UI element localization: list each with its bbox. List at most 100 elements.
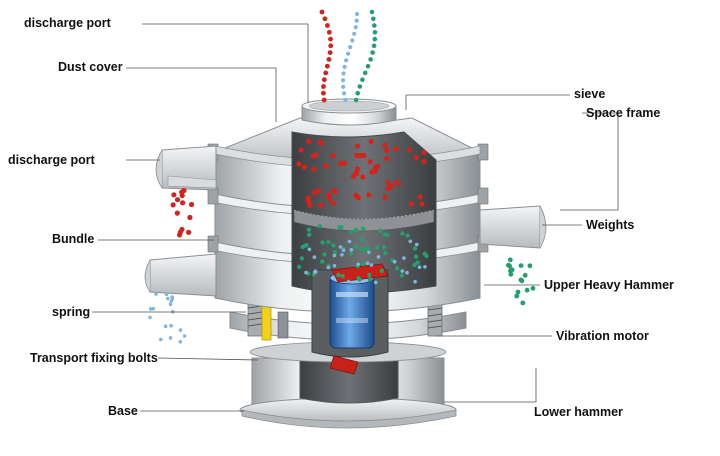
particle-blue bbox=[353, 25, 358, 30]
particle-blue bbox=[392, 259, 397, 264]
particle-blue bbox=[347, 239, 352, 244]
particle-green bbox=[353, 97, 359, 103]
particle-green bbox=[372, 23, 377, 28]
particle-red bbox=[394, 179, 400, 185]
particle-green bbox=[422, 251, 427, 256]
particle-green bbox=[518, 277, 524, 283]
particle-green bbox=[317, 223, 322, 229]
particle-blue bbox=[340, 253, 344, 257]
particle-red bbox=[174, 210, 180, 216]
particle-green bbox=[371, 43, 377, 49]
particle-green bbox=[371, 16, 376, 22]
particle-green bbox=[357, 277, 362, 282]
particle-red bbox=[177, 232, 183, 238]
particle-green bbox=[365, 246, 370, 251]
particle-green bbox=[372, 36, 378, 42]
particle-red bbox=[321, 84, 326, 89]
particle-red bbox=[361, 152, 367, 159]
particle-red bbox=[311, 166, 317, 172]
particle-green bbox=[508, 267, 514, 273]
particle-green bbox=[326, 239, 331, 245]
particle-green bbox=[300, 244, 305, 250]
particle-red bbox=[321, 77, 327, 83]
particle-green bbox=[357, 84, 363, 89]
particle-green bbox=[339, 225, 344, 230]
particle-blue bbox=[408, 239, 413, 244]
particle-green bbox=[405, 233, 410, 238]
particle-blue bbox=[373, 280, 378, 285]
particle-green bbox=[514, 293, 520, 299]
particle-blue bbox=[369, 263, 374, 267]
particle-blue bbox=[415, 242, 419, 247]
particle-red bbox=[317, 139, 323, 146]
particle-blue bbox=[344, 58, 349, 63]
label-space-frame: Space frame bbox=[586, 106, 661, 120]
particle-green bbox=[361, 261, 366, 267]
particle-red bbox=[368, 139, 374, 145]
leader-lines bbox=[92, 23, 619, 412]
particle-green bbox=[362, 247, 367, 253]
particle-green bbox=[322, 252, 327, 257]
particle-red bbox=[321, 97, 327, 103]
label-sieve: sieve bbox=[574, 87, 606, 101]
particle-blue bbox=[413, 279, 417, 284]
particle-red bbox=[301, 164, 307, 170]
label-discharge-port-side: discharge port bbox=[8, 153, 95, 167]
base-body bbox=[239, 357, 457, 429]
particle-green bbox=[367, 277, 373, 282]
particle-green bbox=[412, 262, 417, 268]
particle-green bbox=[399, 273, 405, 278]
particle-red bbox=[384, 147, 390, 153]
lower-hammer bbox=[329, 355, 359, 375]
particle-blue bbox=[304, 270, 308, 275]
particle-red bbox=[326, 29, 332, 35]
particle-red bbox=[388, 183, 394, 189]
side-discharge-port-upper bbox=[155, 145, 217, 191]
particle-blue bbox=[342, 64, 347, 69]
particle-blue bbox=[169, 323, 173, 328]
particle-red bbox=[188, 201, 195, 208]
particle-green bbox=[524, 287, 530, 293]
particle-green bbox=[527, 263, 533, 269]
particle-blue bbox=[326, 265, 331, 270]
particle-blue bbox=[341, 91, 347, 96]
particle-green bbox=[415, 260, 420, 265]
particle-green bbox=[530, 285, 536, 291]
particle-red bbox=[419, 201, 425, 207]
particle-blue bbox=[348, 45, 353, 50]
particle-red bbox=[179, 226, 185, 233]
particle-blue bbox=[313, 269, 318, 274]
particle-blue bbox=[159, 337, 163, 342]
particle-green bbox=[368, 57, 373, 62]
sieve-machine bbox=[144, 9, 547, 429]
particle-green bbox=[359, 237, 365, 242]
particle-red bbox=[323, 163, 329, 169]
particle-blue bbox=[417, 265, 422, 270]
particle-green bbox=[349, 229, 354, 235]
particle-green bbox=[361, 226, 366, 231]
top-inlet-collar bbox=[301, 98, 397, 126]
particle-green bbox=[299, 256, 305, 261]
particle-blue bbox=[307, 247, 312, 252]
particle-red bbox=[171, 192, 177, 198]
particle-green bbox=[306, 227, 312, 232]
particle-green bbox=[369, 9, 375, 15]
particle-red bbox=[421, 158, 427, 164]
particle-green bbox=[507, 263, 512, 269]
particle-blue bbox=[365, 261, 370, 266]
particle-red bbox=[360, 174, 366, 180]
particle-green bbox=[370, 50, 375, 55]
particle-blue bbox=[341, 84, 346, 89]
particle-red bbox=[179, 192, 185, 199]
particle-blue bbox=[352, 31, 357, 36]
particle-green bbox=[383, 250, 388, 256]
particle-red bbox=[296, 161, 302, 167]
particle-green bbox=[378, 228, 383, 233]
particle-red bbox=[330, 153, 336, 159]
particle-red bbox=[321, 90, 326, 96]
particle-red bbox=[186, 229, 192, 235]
particle-blue bbox=[164, 292, 169, 297]
particle-green bbox=[355, 90, 361, 96]
particle-blue bbox=[423, 265, 427, 269]
